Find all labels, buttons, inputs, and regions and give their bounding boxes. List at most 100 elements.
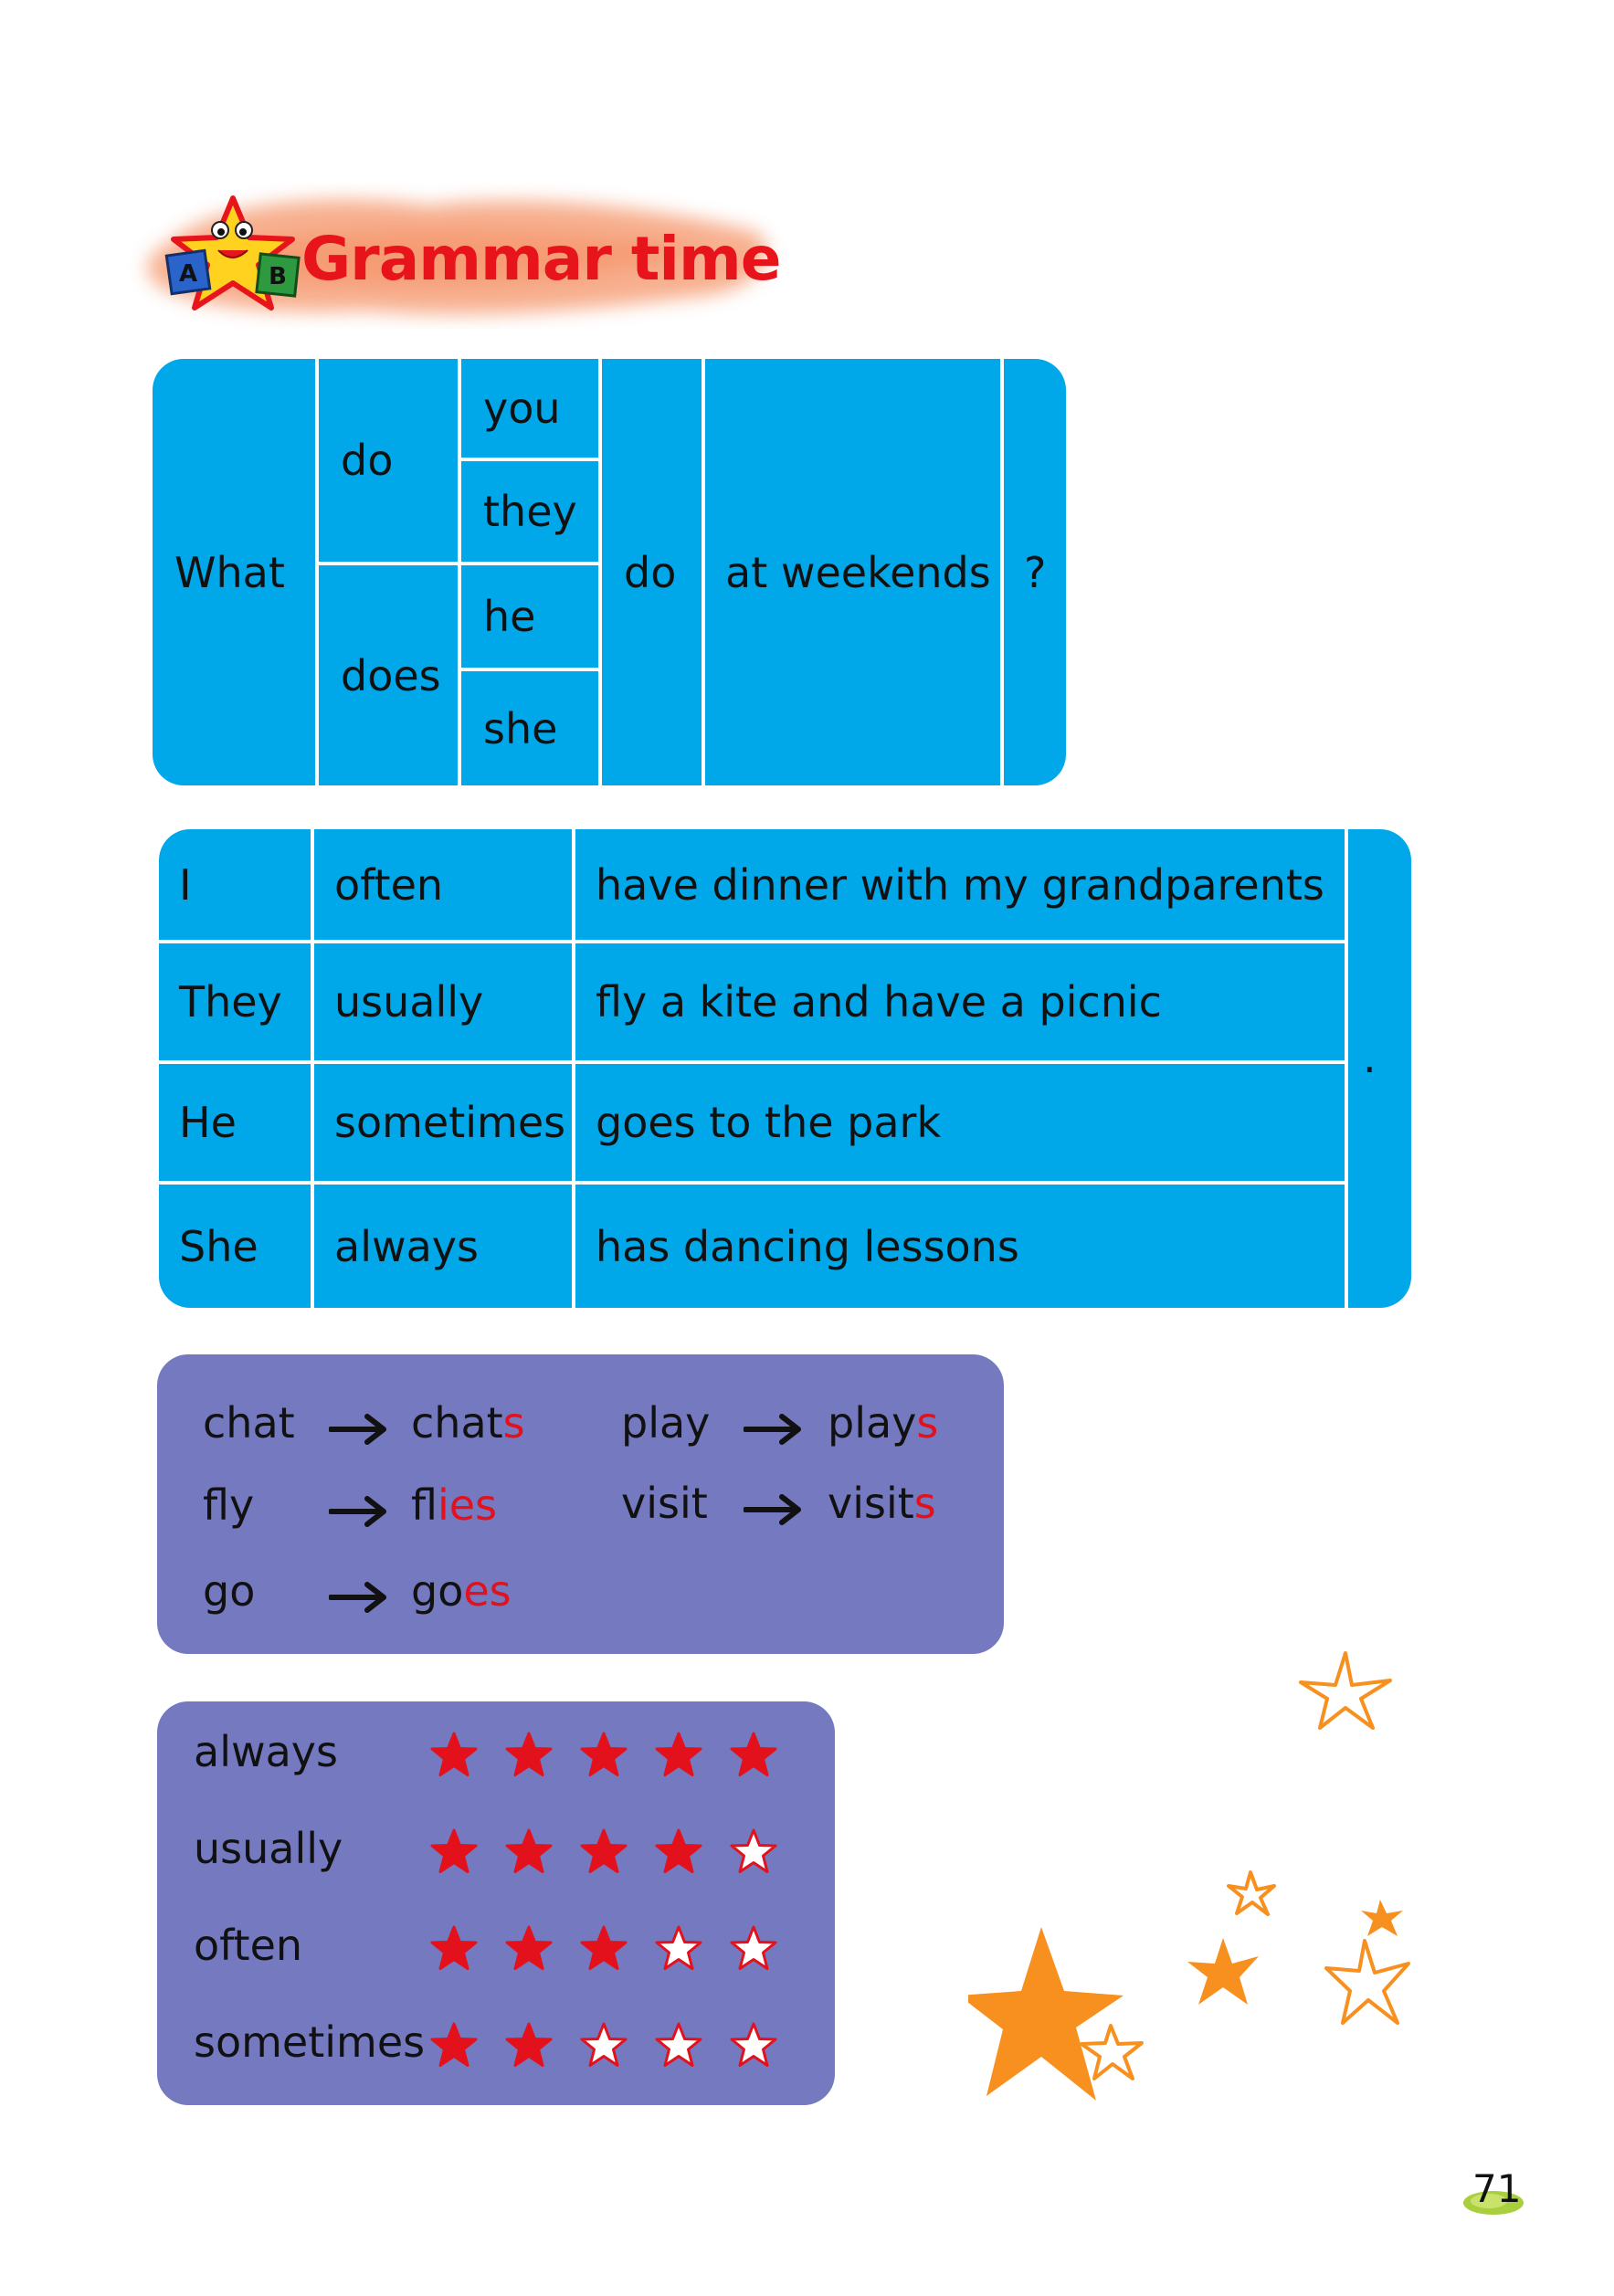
table-divider: [1345, 829, 1348, 1308]
star-outline-icon: [1299, 1651, 1392, 1730]
decorative-stars: [968, 1651, 1410, 2101]
row-adverb: often: [334, 859, 444, 910]
star-filled-icon: [730, 1732, 777, 1776]
star-empty-icon: [655, 1925, 702, 1970]
table-divider: [159, 940, 1345, 943]
star-filled-icon: [430, 1828, 478, 1873]
star-empty-icon: [580, 2022, 628, 2067]
subject-you: you: [483, 384, 561, 433]
verb-suffix: s: [916, 1398, 939, 1448]
star-empty-icon: [730, 1925, 777, 1970]
star-filled-icon: [1187, 1938, 1259, 2005]
verb-stem: fl: [411, 1480, 438, 1530]
verb-third-person: visits: [828, 1479, 936, 1528]
row-adverb: always: [334, 1221, 479, 1271]
star-filled-icon: [505, 1828, 553, 1873]
star-filled-icon: [968, 1927, 1123, 2101]
section-title: Grammar time: [301, 224, 782, 294]
arrow-right-icon: [744, 1414, 801, 1445]
verb-third-person: flies: [411, 1480, 497, 1530]
verb-third-person: goes: [411, 1566, 512, 1616]
verb-forms-box: chat chats fly flies go goes play plays …: [157, 1354, 1004, 1654]
frequency-label: usually: [194, 1824, 343, 1873]
row-activity: fly a kite and have a picnic: [596, 977, 1162, 1027]
question-mark: ?: [1024, 547, 1047, 597]
verb-base: play: [621, 1398, 711, 1448]
main-verb: do: [624, 547, 677, 597]
verb-base: visit: [621, 1479, 708, 1528]
star-rating: [429, 1827, 778, 1877]
verb-stem: chat: [411, 1398, 503, 1448]
verb-suffix: s: [502, 1398, 525, 1448]
table-divider: [1000, 359, 1004, 785]
star-empty-icon: [730, 1828, 777, 1873]
page-number-splash: [1463, 2191, 1524, 2215]
row-subject: They: [179, 977, 282, 1027]
table-divider: [458, 562, 598, 565]
subject-they: they: [483, 487, 577, 536]
star-rating: [429, 1731, 778, 1780]
table-divider: [315, 359, 319, 785]
verb-stem: play: [828, 1398, 917, 1448]
badge-letter-a: A: [179, 260, 197, 288]
star-filled-icon: [430, 1732, 478, 1776]
star-filled-icon: [1361, 1900, 1403, 1936]
frequency-label: sometimes: [194, 2017, 426, 2067]
verb-stem: go: [411, 1566, 464, 1616]
row-subject: I: [179, 859, 192, 910]
aux-does: does: [341, 650, 441, 700]
verb-base: fly: [203, 1480, 255, 1530]
arrow-right-icon: [744, 1494, 801, 1525]
row-adverb: sometimes: [334, 1098, 566, 1147]
verb-stem: visit: [828, 1479, 914, 1528]
table-divider: [315, 562, 458, 565]
table-divider: [458, 668, 598, 671]
verb-suffix: ies: [437, 1480, 498, 1530]
verb-suffix: s: [913, 1479, 936, 1528]
frequency-label: often: [194, 1921, 303, 1970]
star-outline-icon: [1227, 1870, 1276, 1916]
star-filled-icon: [655, 1732, 702, 1776]
row-adverb: usually: [334, 977, 484, 1027]
star-rating: [429, 1924, 778, 1974]
star-mascot-icon: A B: [164, 195, 301, 311]
arrow-right-icon: [329, 1414, 386, 1445]
arrow-right-icon: [329, 1496, 386, 1527]
badge-letter-b: B: [269, 263, 287, 290]
star-filled-icon: [430, 2022, 478, 2067]
star-outline-icon: [1324, 1939, 1410, 2025]
verb-third-person: plays: [828, 1398, 938, 1448]
arrow-right-icon: [329, 1582, 386, 1613]
star-outline-icon: [1080, 2024, 1144, 2080]
table-divider: [159, 1060, 1345, 1064]
page-number: 71: [1472, 2166, 1522, 2211]
statement-table: I often have dinner with my grandparents…: [159, 829, 1411, 1308]
star-filled-group: [968, 1900, 1403, 2101]
verb-base: go: [203, 1566, 256, 1616]
table-divider: [458, 359, 461, 785]
star-empty-icon: [655, 2022, 702, 2067]
aux-do: do: [341, 436, 394, 485]
table-divider: [311, 829, 314, 1308]
table-divider: [458, 458, 598, 461]
row-activity: have dinner with my grandparents: [596, 859, 1324, 910]
question-word: What: [174, 547, 285, 597]
row-subject: She: [179, 1221, 258, 1271]
table-divider: [702, 359, 705, 785]
star-rating: [429, 2021, 778, 2070]
star-filled-icon: [505, 1732, 553, 1776]
star-filled-icon: [505, 2022, 553, 2067]
star-filled-icon: [505, 1925, 553, 1970]
subject-she: she: [483, 703, 558, 753]
subject-he: he: [483, 592, 536, 641]
table-divider: [598, 359, 602, 785]
row-activity: has dancing lessons: [596, 1221, 1019, 1271]
star-filled-icon: [580, 1732, 628, 1776]
row-subject: He: [179, 1098, 237, 1147]
verb-third-person: chats: [411, 1398, 525, 1448]
header-splash-decoration: [147, 199, 767, 315]
star-filled-icon: [655, 1828, 702, 1873]
star-filled-icon: [430, 1925, 478, 1970]
star-empty-icon: [730, 2022, 777, 2067]
star-filled-icon: [580, 1828, 628, 1873]
